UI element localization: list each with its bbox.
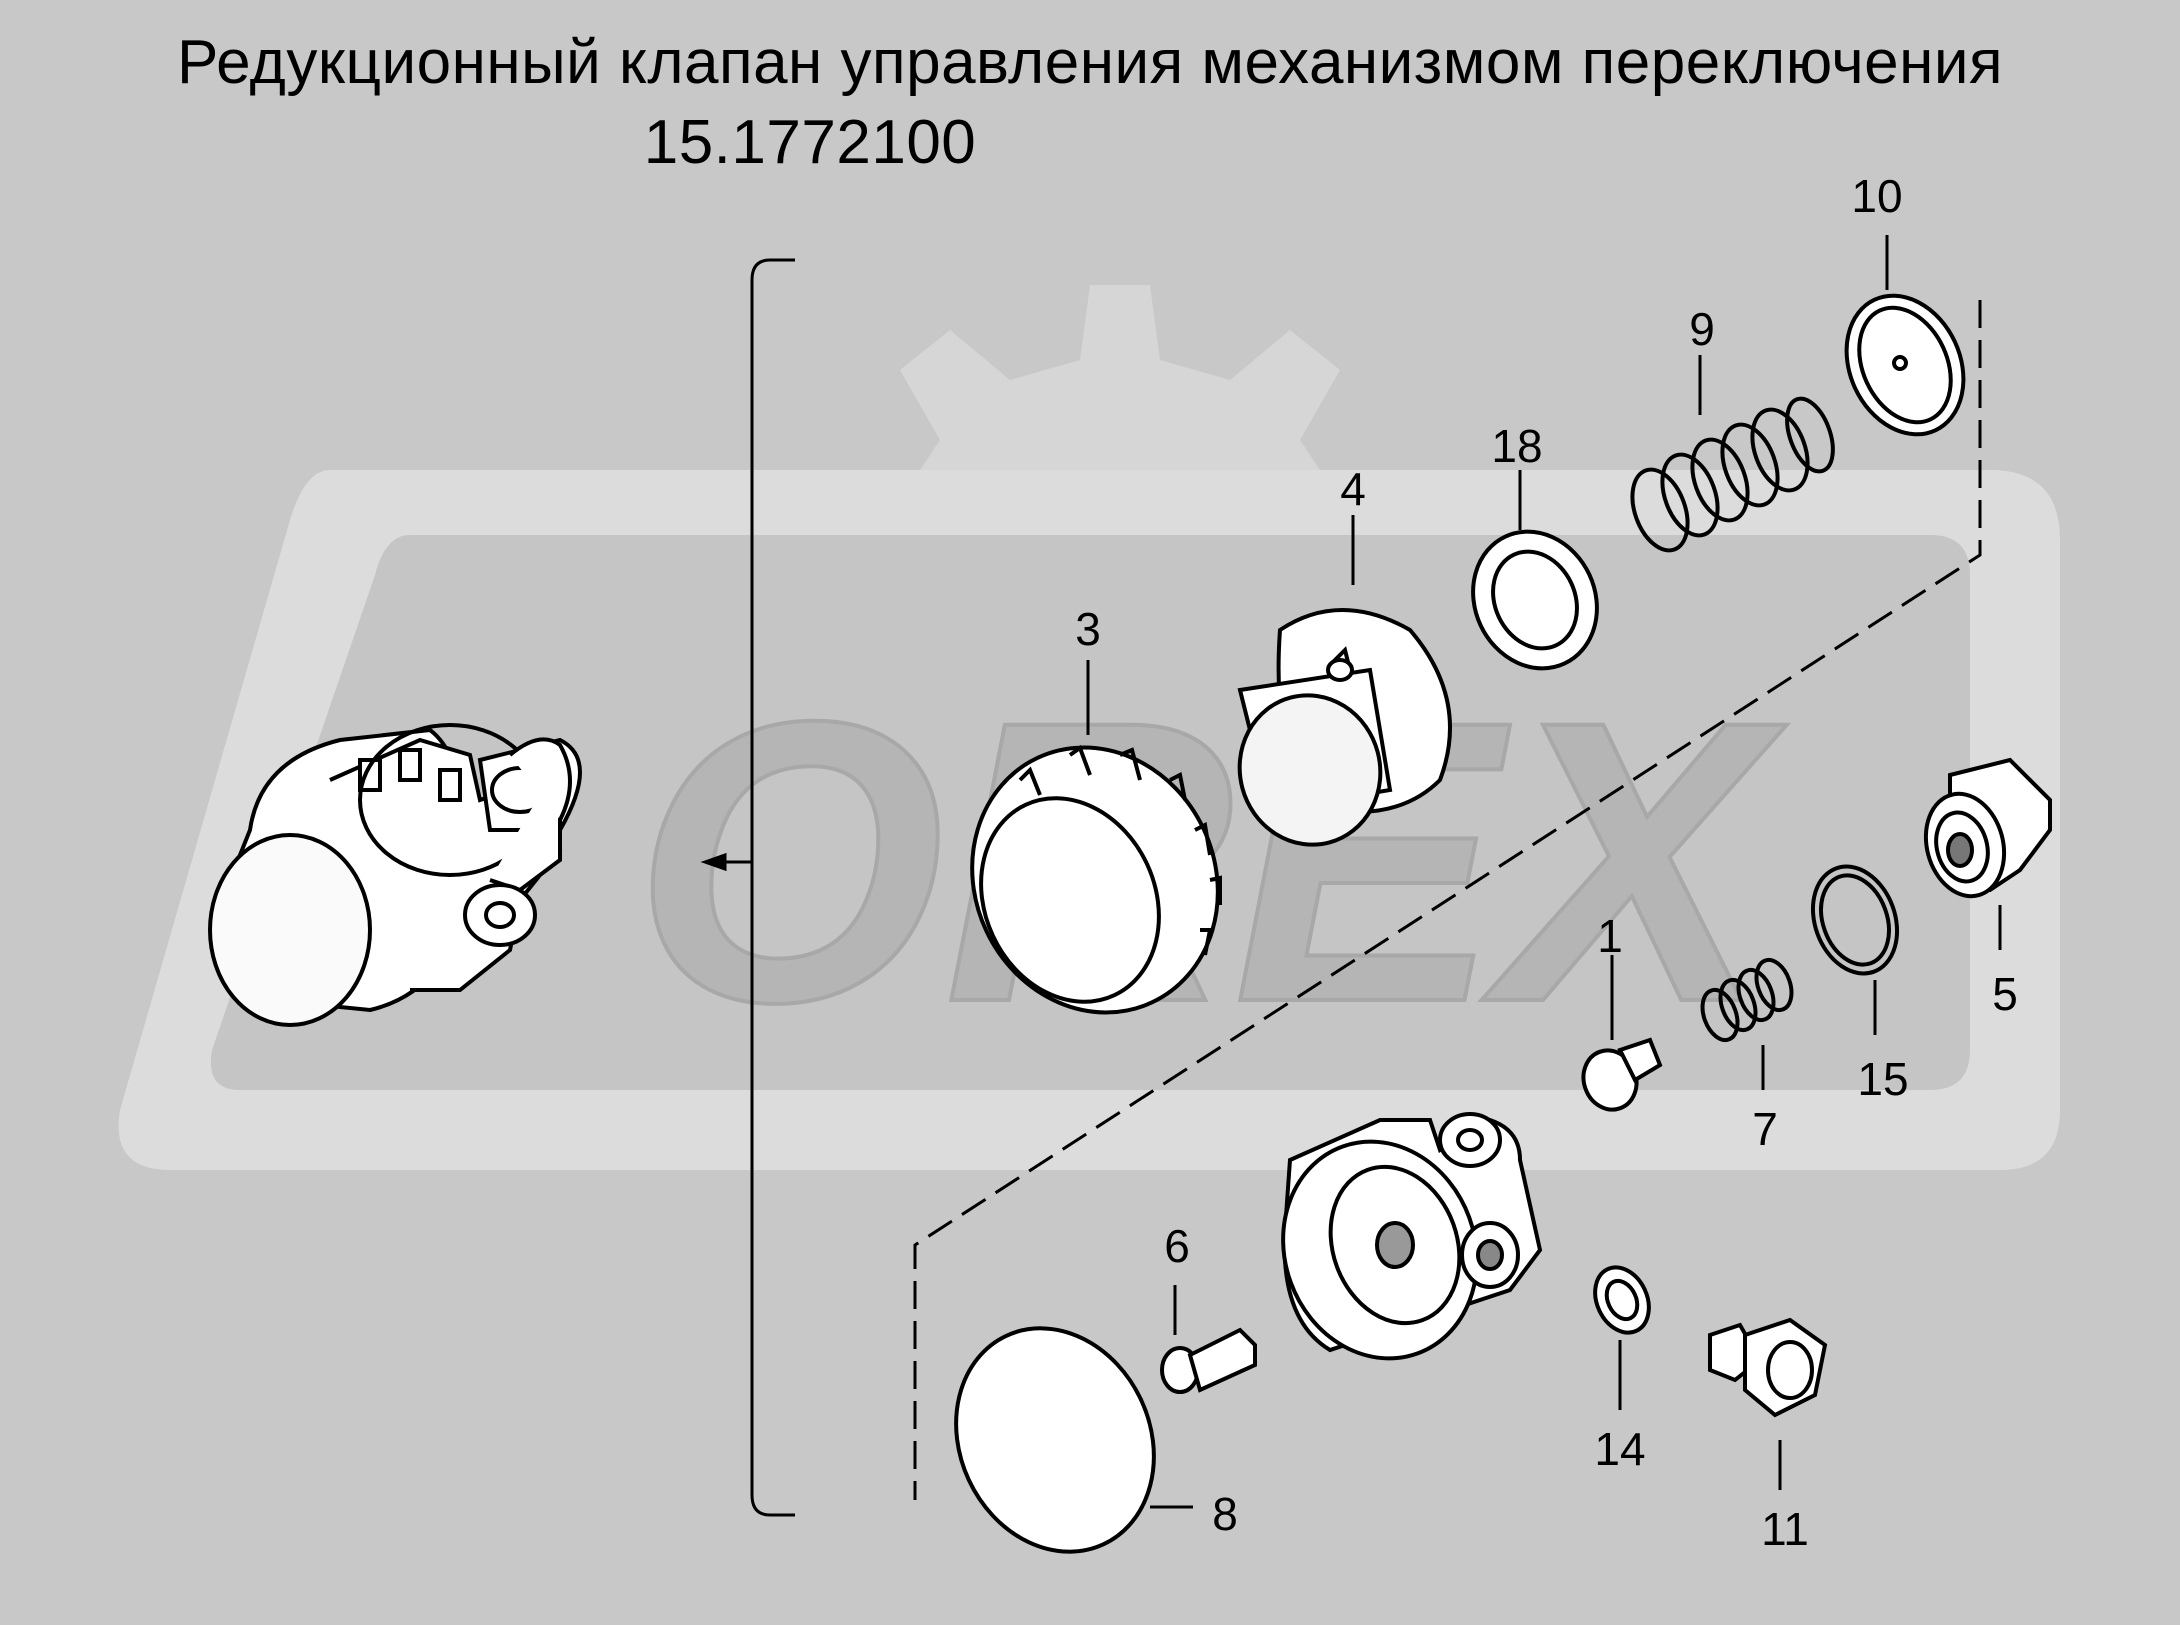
part-number: 15.1772100 bbox=[643, 108, 977, 177]
leader-lines bbox=[1086, 235, 2002, 1509]
assembly-bracket bbox=[700, 258, 795, 1517]
dashed-guides bbox=[913, 300, 1982, 1500]
callout-15: 15 bbox=[1857, 1053, 1908, 1105]
callout-9: 9 bbox=[1689, 303, 1715, 355]
part-9-spring bbox=[1630, 396, 1835, 553]
part-14-washer bbox=[1593, 1265, 1651, 1335]
part-15-ring bbox=[1810, 864, 1900, 976]
callout-14: 14 bbox=[1594, 1423, 1645, 1475]
part-7-spring bbox=[1700, 957, 1794, 1043]
callout-18: 18 bbox=[1491, 420, 1542, 472]
part-10-cap bbox=[1844, 293, 1966, 437]
part-3-ring-nut bbox=[970, 744, 1222, 1015]
part-5-plug bbox=[1923, 757, 2052, 899]
assembled-valve bbox=[208, 723, 582, 1027]
part-1-piston bbox=[1581, 1037, 1663, 1112]
callout-6: 6 bbox=[1164, 1220, 1190, 1272]
callout-4: 4 bbox=[1340, 463, 1366, 515]
part-11-hex-plug bbox=[1708, 1317, 1828, 1418]
part-18-washer bbox=[1471, 529, 1599, 671]
callout-1: 1 bbox=[1597, 910, 1623, 962]
part-8-disc bbox=[954, 1326, 1156, 1554]
callout-8: 8 bbox=[1212, 1488, 1238, 1540]
callout-7: 7 bbox=[1752, 1103, 1778, 1155]
part-4-sleeve bbox=[1237, 608, 1452, 847]
diagram-title: Редукционный клапан управления механизмо… bbox=[176, 28, 2004, 97]
callout-3: 3 bbox=[1075, 603, 1101, 655]
callout-5: 5 bbox=[1992, 968, 2018, 1020]
valve-housing bbox=[1281, 1112, 1543, 1361]
part-6-screw bbox=[1160, 1327, 1257, 1394]
callout-11: 11 bbox=[1761, 1503, 1809, 1555]
callout-labels: 3 4 18 9 10 1 7 15 5 6 8 14 11 bbox=[1075, 170, 2018, 1555]
callout-10: 10 bbox=[1851, 170, 1902, 222]
